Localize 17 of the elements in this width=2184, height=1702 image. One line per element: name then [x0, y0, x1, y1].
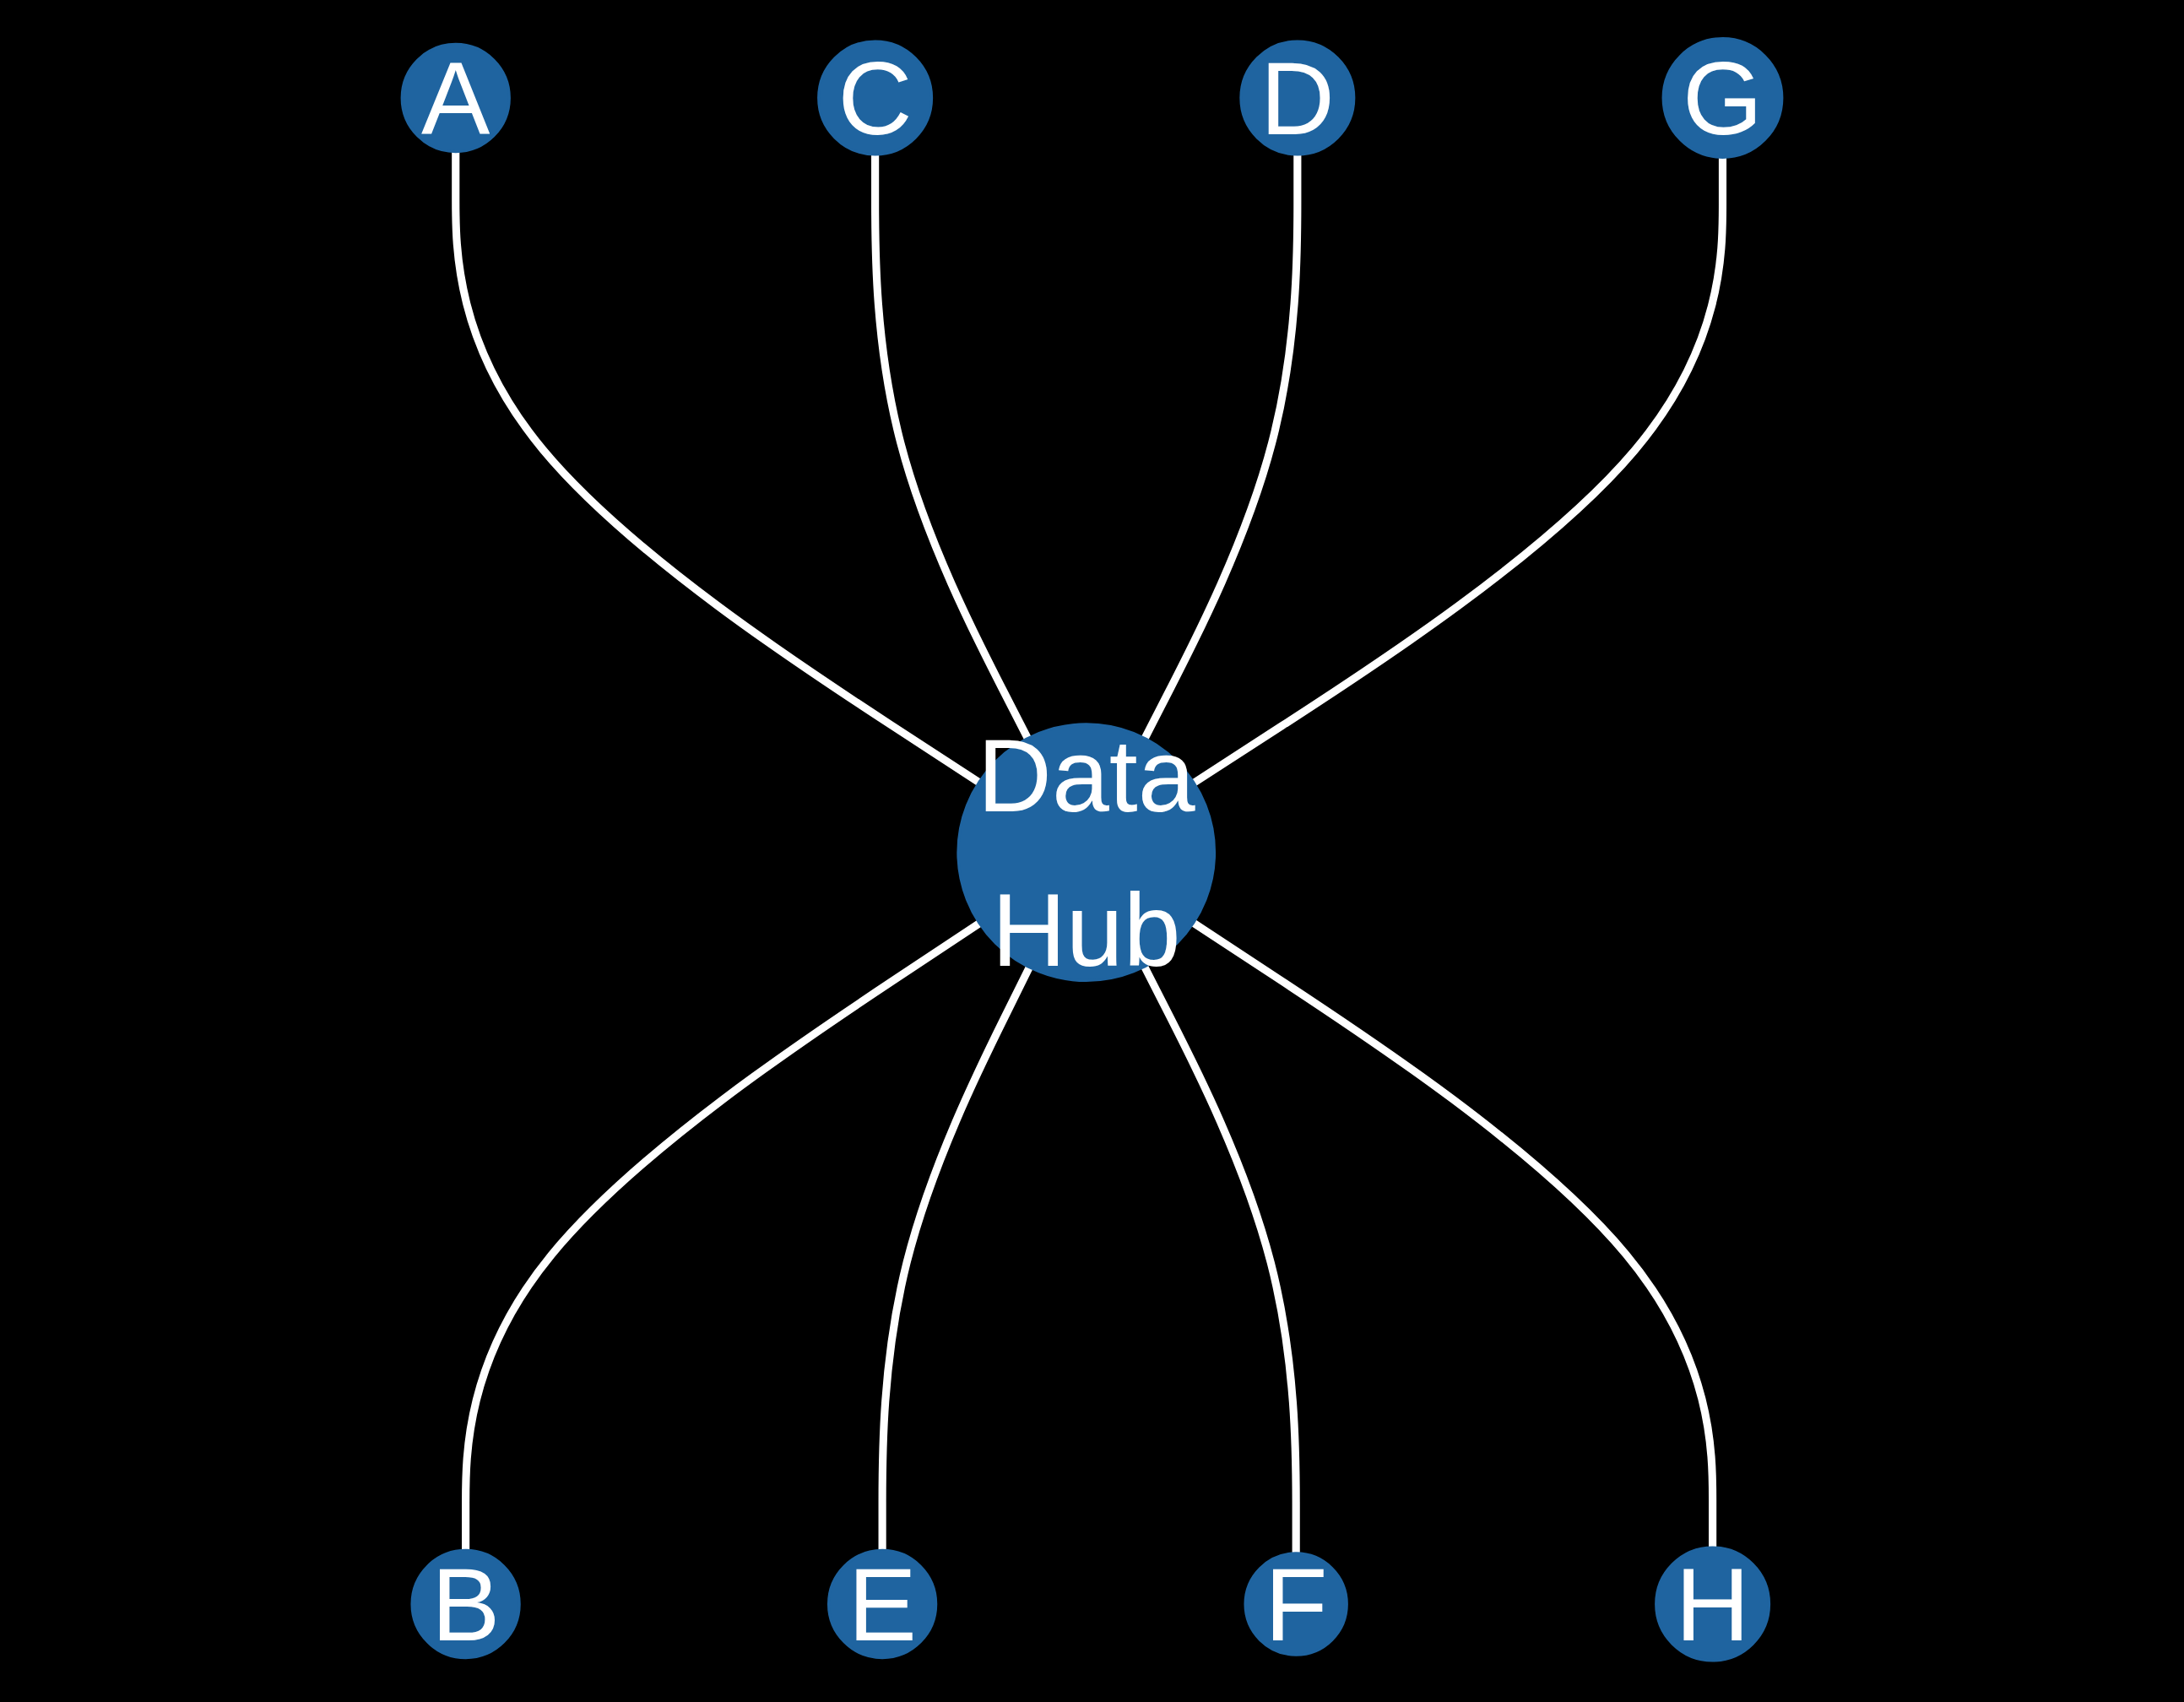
connector — [452, 151, 982, 786]
node-circle: D — [1239, 40, 1356, 156]
connector — [1141, 154, 1302, 740]
connector — [878, 965, 1033, 1551]
node-circle: E — [826, 1548, 938, 1660]
node-circle: G — [1661, 37, 1784, 159]
node-circle: H — [1655, 1546, 1771, 1662]
node-circle: B — [410, 1548, 521, 1660]
node-circle: C — [817, 40, 934, 156]
connector — [1191, 157, 1727, 787]
connector — [871, 154, 1032, 740]
node-circle: Data Hub — [957, 723, 1217, 983]
node-circle: F — [1244, 1552, 1348, 1656]
connector — [1191, 919, 1717, 1548]
connector — [1141, 964, 1300, 1553]
node-circle: A — [400, 42, 511, 154]
connector — [462, 919, 982, 1551]
